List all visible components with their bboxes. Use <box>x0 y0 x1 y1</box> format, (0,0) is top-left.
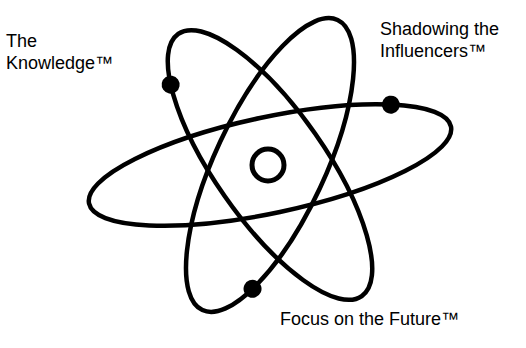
orbit <box>133 2 407 327</box>
electron-dot <box>241 277 265 301</box>
electron-dot <box>380 94 401 115</box>
orbit <box>153 0 388 333</box>
nucleus <box>252 149 284 181</box>
orbit-label: Focus on the Future™ <box>280 308 520 330</box>
electron-dot <box>158 72 183 97</box>
orbit-label: Shadowing the Influencers™ <box>380 18 520 62</box>
orbit-label: The Knowledge™ <box>6 30 118 74</box>
orbit <box>79 80 461 251</box>
